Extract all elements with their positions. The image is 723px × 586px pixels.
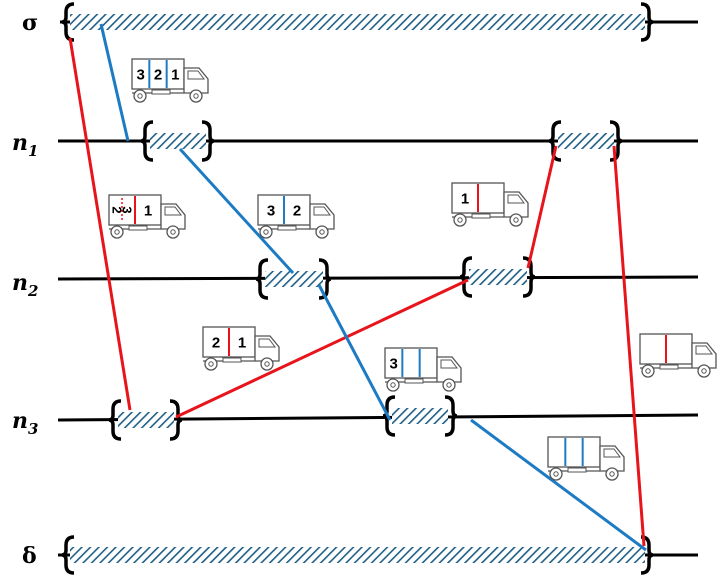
service-windows (70, 14, 645, 563)
truck-window (440, 359, 458, 369)
blue-route-segment-1 (99, 23, 130, 142)
bracket-open-n1-a (140, 120, 154, 162)
bracket-open-n3-a (108, 399, 122, 441)
truck-window (258, 338, 276, 348)
truck-fuel-tank (128, 225, 148, 231)
truck-fuel-tank (277, 225, 297, 231)
window-n3-b (392, 408, 448, 424)
bracket-close-n1-b (609, 120, 623, 162)
row-labels: σ n1 n2 n3 δ (12, 10, 38, 569)
bracket-close-sigma (640, 2, 654, 42)
truck-cargo-label: 1 (171, 67, 179, 84)
truck-cargo-label: 3 (267, 203, 275, 220)
row-label-sigma: σ (22, 10, 38, 36)
truck-cargo-label: 2 (110, 206, 125, 213)
truck: 23 1 (108, 194, 186, 239)
truck-hubcap (264, 361, 270, 367)
window-n2-b (469, 269, 527, 285)
red-route-segment-4 (612, 145, 646, 547)
truck-fuel-tank (659, 364, 679, 370)
truck-hubcap (170, 229, 176, 235)
truck-hubcap (701, 368, 707, 374)
window-brackets (61, 2, 654, 575)
bracket-open-delta (61, 535, 75, 575)
truck (547, 436, 625, 481)
truck-hubcap (457, 217, 463, 223)
red-route-segment-2 (175, 278, 469, 419)
truck-hubcap (114, 229, 120, 235)
truck-cargo-label: 1 (144, 203, 152, 220)
row-label-n2: n2 (12, 270, 38, 300)
timelines (57, 20, 699, 557)
truck-cargo-box (131, 58, 185, 90)
truck-cargo-label: 1 (238, 335, 246, 352)
truck-window (695, 345, 713, 355)
red-route-segment-1 (68, 37, 132, 411)
truck-cargo-label: 2 (212, 335, 220, 352)
window-sigma (70, 14, 645, 30)
bracket-open-sigma (61, 2, 75, 42)
truck-fuel-tank (404, 378, 424, 384)
truck-hubcap (208, 361, 214, 367)
truck-window (313, 206, 331, 216)
truck-cargo-label: 2 (154, 67, 162, 84)
row-label-n1: n1 (12, 130, 38, 160)
truck-hubcap (390, 382, 396, 388)
timeline-n2 (57, 275, 699, 281)
truck-window (187, 70, 205, 80)
truck-window (164, 206, 182, 216)
bracket-close-n3-b (444, 395, 458, 437)
truck-hubcap (645, 368, 651, 374)
window-delta (70, 547, 645, 563)
truck-window (603, 448, 621, 458)
row-label-n3: n3 (12, 408, 38, 438)
truck-hubcap (446, 382, 452, 388)
bracket-close-n3-a (169, 399, 183, 441)
truck-cargo-label: 3 (389, 356, 397, 373)
truck-hubcap (193, 93, 199, 99)
blue-route-segment-2 (178, 147, 295, 275)
row-label-delta: δ (22, 543, 37, 569)
truck-cargo-label: 3 (136, 67, 144, 84)
window-n3-a (118, 412, 174, 428)
bracket-close-n2-a (318, 258, 332, 300)
truck-fuel-tank (222, 357, 242, 363)
blue-route-segment-4 (470, 418, 647, 552)
window-n1-b (558, 133, 614, 149)
truck-cargo-label: 2 (293, 203, 301, 220)
bracket-open-n2-b (459, 256, 473, 298)
truck-cargo-box (547, 436, 601, 468)
truck-fuel-tank (567, 467, 587, 473)
truck (639, 333, 717, 378)
window-n2-a (265, 271, 323, 287)
bracket-open-n2-a (255, 258, 269, 300)
truck-fuel-tank (151, 89, 171, 95)
truck-cargo-label: 3 (120, 206, 135, 213)
truck-cargo-label: 1 (461, 191, 469, 208)
truck-hubcap (319, 229, 325, 235)
truck-hubcap (609, 471, 615, 477)
bracket-close-n1-a (201, 120, 215, 162)
truck-hubcap (137, 93, 143, 99)
bracket-close-delta (640, 535, 654, 575)
truck-fuel-tank (471, 213, 491, 219)
blue-route-segment-3 (317, 284, 392, 421)
truck-window (507, 194, 525, 204)
truck: 3 (384, 347, 462, 392)
truck: 1 (451, 182, 529, 227)
window-n1-a (150, 133, 206, 149)
truck-hubcap (263, 229, 269, 235)
truck-hubcap (553, 471, 559, 477)
truck-hubcap (513, 217, 519, 223)
routes (68, 23, 647, 552)
red-route-segment-3 (526, 145, 558, 269)
bracket-open-n3-b (382, 395, 396, 437)
